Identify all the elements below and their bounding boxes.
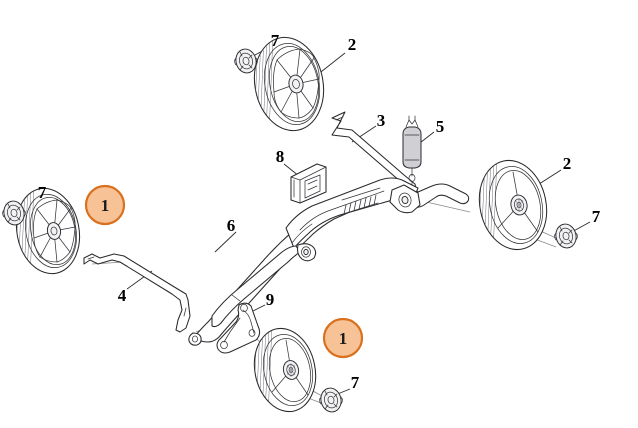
callout-3: 3: [377, 111, 386, 130]
hubcap-bottom: [319, 387, 343, 413]
wheel-top: [253, 32, 325, 137]
callout-5: 5: [436, 117, 445, 136]
link-bracket: [216, 302, 261, 354]
callout-7-top: 7: [271, 31, 280, 50]
wheel-bottom: [252, 324, 317, 418]
callout-9: 9: [266, 290, 275, 309]
callout-8: 8: [276, 147, 285, 166]
callout-labels: 7 2 3 5 2 8 7 1 6 7 4 9 1 7: [38, 31, 601, 392]
callout-7-left: 7: [38, 183, 47, 202]
callout-1-bottom: 1: [339, 329, 348, 348]
highlight-marker-left[interactable]: [84, 184, 126, 226]
hubcap-left: [2, 200, 26, 226]
rod-lower: [83, 253, 191, 333]
wheel-right: [477, 155, 548, 256]
hubcap-top: [234, 48, 258, 74]
callout-7-right: 7: [592, 207, 601, 226]
frame-chassis: [188, 177, 470, 346]
highlight-marker-bottom[interactable]: [322, 317, 364, 359]
callout-4: 4: [118, 286, 127, 305]
clip-bracket: [290, 163, 327, 204]
callout-6: 6: [227, 216, 236, 235]
wheel-left: [14, 184, 81, 279]
callout-1-left: 1: [101, 196, 110, 215]
callout-2-right: 2: [563, 154, 572, 173]
callout-7-bottom: 7: [351, 373, 360, 392]
hubcap-right: [554, 223, 578, 249]
callout-2-top: 2: [348, 35, 357, 54]
frame-ribs: [343, 194, 377, 215]
